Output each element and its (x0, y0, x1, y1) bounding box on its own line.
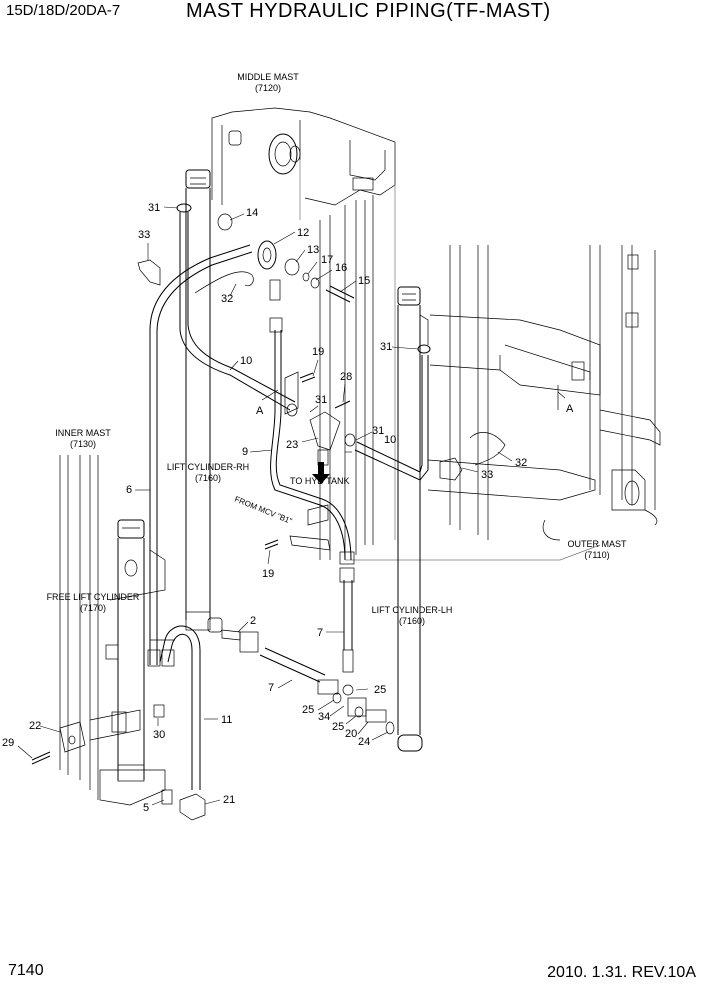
lift-cylinder-rh-label: LIFT CYLINDER-RH (167, 462, 249, 472)
part-number: 19 (262, 568, 274, 580)
to-hyd-tank-label: TO HYD TANK (290, 476, 350, 486)
lift-cylinder-rh-code: (7160) (195, 473, 221, 483)
model-code: 15D/18D/20DA-7 (6, 2, 121, 19)
part-number: 2 (250, 615, 256, 627)
part-number: 10 (240, 355, 252, 367)
part-number: 23 (286, 439, 298, 451)
to-tank-arrow-icon (312, 462, 330, 484)
part-number: 34 (318, 711, 330, 723)
free-lift-cylinder-drawing (117, 519, 145, 782)
part-number: 9 (242, 446, 248, 458)
component-labels: MIDDLE MAST (7120) INNER MAST (7130) LIF… (47, 72, 627, 626)
page-number: 7140 (8, 962, 44, 979)
middle-mast-label: MIDDLE MAST (237, 72, 299, 82)
inner-mast-label: INNER MAST (55, 428, 111, 438)
free-lift-cylinder-label: FREE LIFT CYLINDER (47, 592, 140, 602)
part-number: 20 (345, 728, 357, 740)
part-number: 6 (126, 484, 132, 496)
part-number: 7 (268, 682, 274, 694)
part-number: 22 (29, 720, 41, 732)
outer-mast-drawing (345, 245, 661, 561)
part-number: 31 (380, 341, 392, 353)
part-number: 33 (138, 229, 150, 241)
part-number: 14 (246, 207, 258, 219)
page-title: MAST HYDRAULIC PIPING(TF-MAST) (186, 0, 551, 22)
lift-cylinder-lh-label: LIFT CYLINDER-LH (372, 605, 453, 615)
part-number: 32 (515, 457, 527, 469)
part-number: 31 (372, 425, 384, 437)
part-number: 7 (317, 627, 323, 639)
section-ref-a-left: A (256, 405, 264, 417)
inner-mast-code: (7130) (70, 439, 96, 449)
lift-cylinder-lh-drawing (397, 286, 429, 752)
part-number: 25 (374, 684, 386, 696)
part-number: 24 (358, 736, 370, 748)
from-mcv-label: FROM MCV "B1" (233, 495, 293, 526)
hoses (147, 212, 429, 790)
fittings (31, 203, 506, 821)
lift-cylinder-rh-drawing (185, 169, 223, 633)
part-number: 25 (332, 721, 344, 733)
part-number: 13 (307, 244, 319, 256)
part-number: 25 (302, 704, 314, 716)
leader-lines (17, 206, 566, 806)
part-number: 29 (2, 737, 14, 749)
middle-mast-drawing (211, 107, 396, 560)
part-number: 17 (321, 254, 333, 266)
revision-date: 2010. 1.31. REV.10A (547, 964, 696, 981)
part-number: 10 (384, 434, 396, 446)
section-ref-a-right: A (566, 403, 574, 415)
part-number: 28 (340, 371, 352, 383)
part-number: 32 (221, 293, 233, 305)
part-number: 19 (312, 346, 324, 358)
part-number: 21 (223, 794, 235, 806)
part-number: 12 (297, 227, 309, 239)
middle-mast-code: (7120) (255, 83, 281, 93)
part-number: 30 (153, 729, 165, 741)
part-number: 15 (358, 275, 370, 287)
lift-cylinder-lh-code: (7160) (399, 616, 425, 626)
part-number: 11 (221, 714, 232, 726)
outer-mast-code: (7110) (584, 550, 609, 560)
part-number: 5 (143, 802, 149, 814)
part-number: 33 (481, 469, 493, 481)
part-number: 31 (315, 394, 327, 406)
outer-mast-label: OUTER MAST (567, 539, 627, 549)
free-lift-cylinder-code: (7170) (80, 603, 106, 613)
part-number-callouts: 31 14 12 13 17 16 15 33 32 10 19 28 31 3… (2, 202, 527, 814)
part-number: 31 (148, 202, 160, 214)
part-number: 16 (335, 262, 347, 274)
